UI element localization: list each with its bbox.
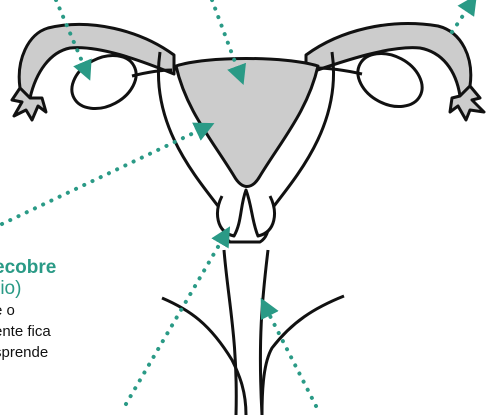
caption-subtitle: rio) xyxy=(0,278,104,300)
caption-line: ente fica xyxy=(0,321,104,342)
uterine-cavity xyxy=(176,59,318,187)
vulva-left xyxy=(162,298,246,415)
vulva-right xyxy=(262,296,344,415)
pointer-uterus-wall xyxy=(2,130,200,224)
pointer-cervix xyxy=(126,240,222,404)
right-ovarian-ligament xyxy=(316,68,362,74)
caption-line: sprende xyxy=(0,342,104,363)
caption-block: ecobre rio) e o ente fica sprende xyxy=(0,258,104,363)
cervix xyxy=(218,190,275,236)
caption-line: e o xyxy=(0,300,104,321)
vagina-left-wall xyxy=(224,250,236,415)
left-ovarian-ligament xyxy=(132,70,172,76)
pointer-fimbria-right xyxy=(452,8,468,32)
right-fimbriae xyxy=(450,86,484,120)
caption-title: ecobre xyxy=(0,258,104,278)
